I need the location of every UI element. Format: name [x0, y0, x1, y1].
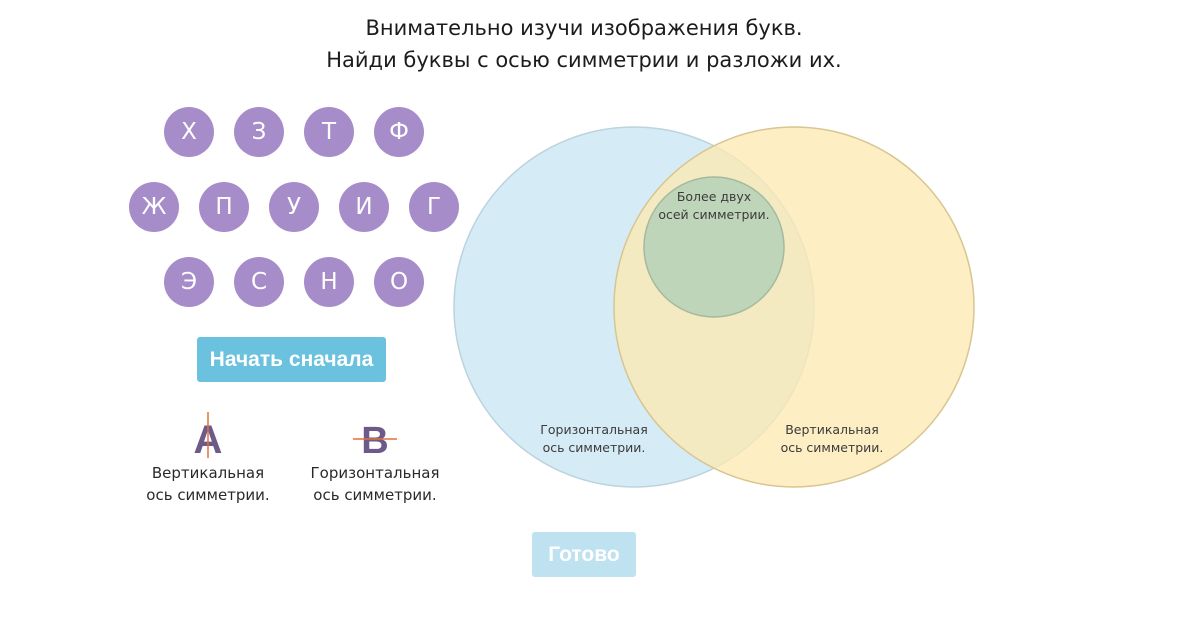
horizontal-axis-zone-label: Горизонтальная ось симметрии.	[540, 422, 648, 455]
letter-tile[interactable]: О	[374, 257, 424, 307]
letter-tile[interactable]: П	[199, 182, 249, 232]
horizontal-axis-example-icon: В	[353, 420, 397, 460]
done-button[interactable]: Готово	[532, 532, 636, 577]
letter-tile[interactable]: Н	[304, 257, 354, 307]
instruction-line-2: Найди буквы с осью симметрии и разложи и…	[326, 48, 842, 72]
letter-tile[interactable]: Ф	[374, 107, 424, 157]
letter-tile[interactable]: И	[339, 182, 389, 232]
more-than-two-axes-label: Более двух осей симметрии.	[658, 189, 770, 222]
letter-tile[interactable]: Х	[164, 107, 214, 157]
multi-axis-symmetry-drop-zone[interactable]	[643, 176, 785, 318]
legend-horizontal-glyph: В	[361, 420, 388, 460]
letter-tile[interactable]: Г	[409, 182, 459, 232]
letter-tile[interactable]: С	[234, 257, 284, 307]
letter-tile[interactable]: Э	[164, 257, 214, 307]
letter-tile[interactable]: З	[234, 107, 284, 157]
instructions: Внимательно изучи изображения букв. Найд…	[0, 12, 1168, 76]
letter-tile[interactable]: Ж	[129, 182, 179, 232]
letter-tile[interactable]: Т	[304, 107, 354, 157]
restart-button[interactable]: Начать сначала	[197, 337, 386, 382]
legend-vertical-axis: А Вертикальная ось симметрии.	[138, 410, 278, 506]
legend-horizontal-axis: В Горизонтальная ось симметрии.	[302, 410, 448, 506]
letter-tile[interactable]: У	[269, 182, 319, 232]
vertical-axis-zone-label: Вертикальная ось симметрии.	[780, 422, 884, 455]
vertical-axis-example-icon: А	[194, 412, 222, 460]
instruction-line-1: Внимательно изучи изображения букв.	[365, 16, 803, 40]
